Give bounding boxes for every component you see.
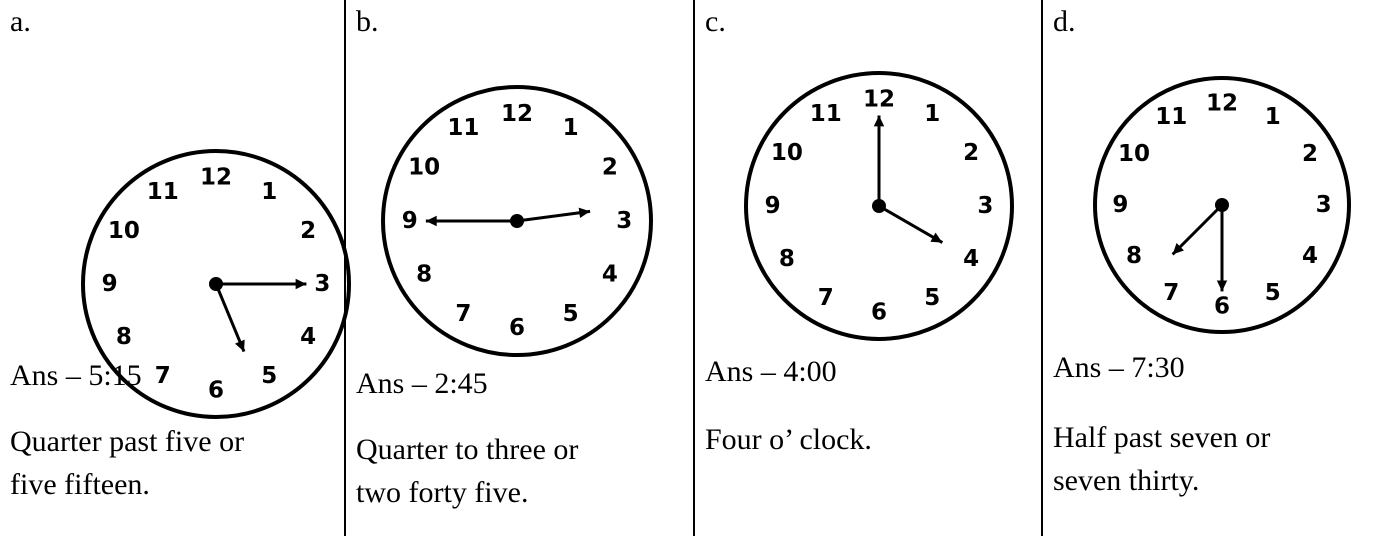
clock-number: 10 — [771, 140, 803, 166]
clock-number: 6 — [1214, 294, 1230, 320]
clock-number: 12 — [200, 165, 232, 191]
hour-hand — [214, 283, 246, 353]
clock-number: 7 — [1163, 280, 1179, 306]
answer-text: Ans – 2:45 — [356, 367, 488, 400]
hour-hand — [1171, 203, 1224, 256]
hour-hand-arrowhead — [235, 339, 245, 352]
clock-number: 7 — [455, 301, 471, 327]
column-divider — [344, 0, 346, 536]
clock-number: 8 — [1126, 243, 1142, 269]
clock-number: 6 — [509, 315, 525, 341]
clock-number: 4 — [963, 246, 979, 272]
clock-face-svg: 12 12 3 45 6 78 9 10 11 — [381, 85, 653, 357]
clock-center — [872, 199, 886, 213]
clock-number: 10 — [108, 218, 140, 244]
question-letter: d. — [1053, 5, 1076, 38]
answer-text: Ans – 7:30 — [1053, 351, 1185, 384]
description-line: five fifteen. — [10, 468, 150, 501]
answer-text: Ans – 5:15 — [10, 359, 142, 392]
clock-number: 9 — [765, 193, 781, 219]
clock-number: 2 — [1302, 141, 1318, 167]
clock-number: 4 — [602, 262, 618, 288]
clock-number: 3 — [1316, 192, 1332, 218]
description-line: Four o’ clock. — [705, 423, 872, 456]
clock-number: 11 — [810, 101, 842, 127]
description-line: two forty five. — [356, 476, 529, 509]
clock-number: 2 — [602, 154, 618, 180]
clock-number: 9 — [102, 271, 118, 297]
clock-number: 3 — [616, 208, 632, 234]
clock-center — [209, 277, 223, 291]
clock-rim — [81, 149, 351, 419]
clock-number: 3 — [977, 193, 993, 219]
clock-number: 7 — [155, 363, 171, 389]
minute-hand-arrowhead — [1216, 280, 1228, 292]
clock-number: 11 — [447, 115, 479, 141]
clock-number: 1 — [924, 101, 940, 127]
clock-number: 3 — [314, 271, 330, 297]
clock-center — [1215, 198, 1229, 212]
answer-description: Half past seven or seven thirty. — [1053, 416, 1373, 502]
clock-number: 9 — [1112, 192, 1128, 218]
clock-number: 11 — [1155, 104, 1187, 130]
clock-number: 5 — [563, 301, 579, 327]
clock-number: 6 — [871, 299, 887, 325]
clock-number: 7 — [818, 285, 834, 311]
question-letter: a. — [10, 5, 31, 38]
column-divider — [1041, 0, 1043, 536]
answer-description: Four o’ clock. — [705, 418, 1025, 461]
clock-number: 10 — [408, 154, 440, 180]
minute-hand-arrowhead — [295, 278, 307, 290]
minute-hand-arrowhead — [873, 115, 885, 127]
clock-number: 10 — [1118, 141, 1150, 167]
clock-rim — [744, 71, 1014, 341]
description-line: Half past seven or — [1053, 421, 1271, 454]
clock-number: 8 — [416, 262, 432, 288]
clock-number: 5 — [1265, 280, 1281, 306]
description-line: Quarter past five or — [10, 425, 245, 458]
hour-hand-arrowhead — [578, 207, 591, 218]
hour-hand — [516, 209, 591, 223]
clock-center — [510, 214, 524, 228]
clock-number: 11 — [147, 179, 179, 205]
question-letter: c. — [705, 5, 726, 38]
clock-number: 8 — [116, 324, 132, 350]
question-letter: b. — [356, 5, 379, 38]
clock-number: 9 — [402, 208, 418, 234]
clock-number: 1 — [261, 179, 277, 205]
clock-rim — [381, 85, 653, 357]
clock-number: 12 — [501, 101, 533, 127]
clock-number: 2 — [963, 140, 979, 166]
clock-number: 1 — [563, 115, 579, 141]
clock-number: 4 — [1302, 243, 1318, 269]
minute-hand-arrowhead — [425, 215, 437, 227]
answer-description: Quarter past five or five fifteen. — [10, 420, 330, 506]
clock-rim — [1093, 76, 1351, 334]
clock-face-svg: 12 12 3 45 6 78 9 10 11 — [81, 149, 351, 419]
hour-hand-arrowhead — [930, 232, 943, 243]
clock-number: 5 — [261, 363, 277, 389]
clock-face-svg: 12 12 3 45 6 78 9 10 11 — [744, 71, 1014, 341]
answer-description: Quarter to three or two forty five. — [356, 428, 676, 514]
description-line: seven thirty. — [1053, 464, 1200, 497]
clock-number: 12 — [1206, 90, 1238, 116]
clock-number: 12 — [863, 87, 895, 113]
answer-text: Ans – 4:00 — [705, 355, 837, 388]
clock-number: 1 — [1265, 104, 1281, 130]
clock-number: 5 — [924, 285, 940, 311]
description-line: Quarter to three or — [356, 433, 579, 466]
clock-number: 4 — [300, 324, 316, 350]
clock-number: 6 — [208, 377, 224, 403]
clock-number: 2 — [300, 218, 316, 244]
hour-hand — [878, 204, 944, 244]
hour-hand-arrowhead — [1172, 243, 1184, 255]
column-divider — [693, 0, 695, 536]
clock-number: 8 — [779, 246, 795, 272]
